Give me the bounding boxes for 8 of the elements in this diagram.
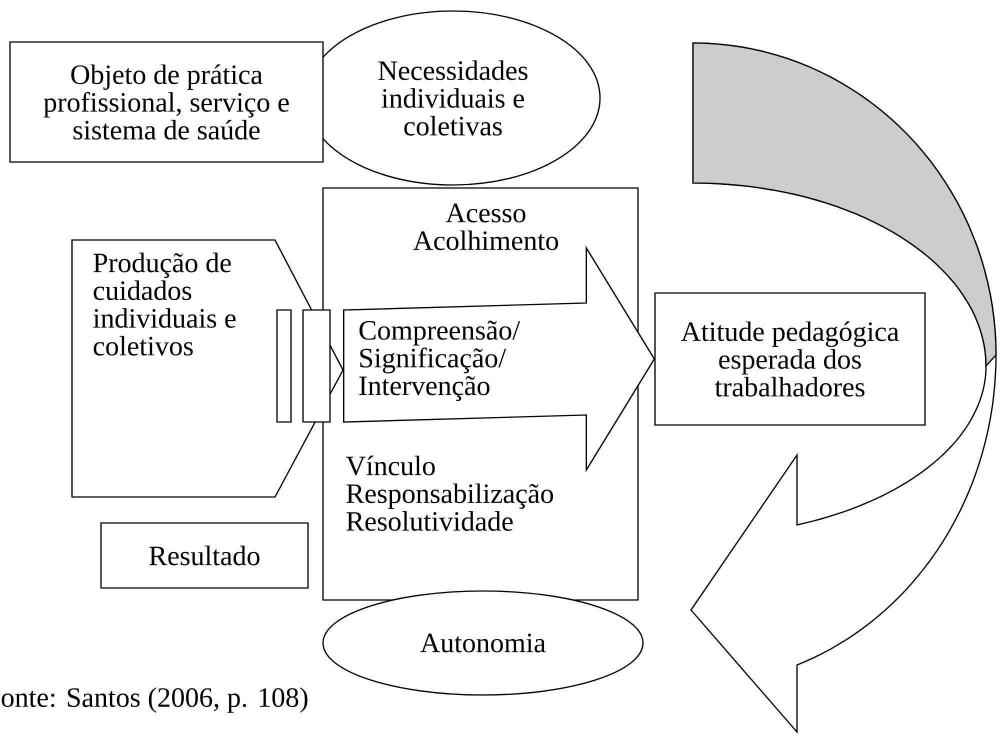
text-box: Resultado [100, 522, 309, 589]
text-box: Atitude pedagógica esperada dos trabalhadores [654, 292, 926, 426]
bar [302, 309, 331, 423]
edge-label: Compreensão/ Significação/ Intervenção [359, 320, 520, 401]
bar [276, 309, 292, 423]
source-caption: onte: Santos (2006, p. 108) [2, 687, 308, 713]
text-box: Objeto de prática profissional, serviço e sistema de saúde [9, 41, 324, 163]
block-arrow [343, 246, 656, 472]
